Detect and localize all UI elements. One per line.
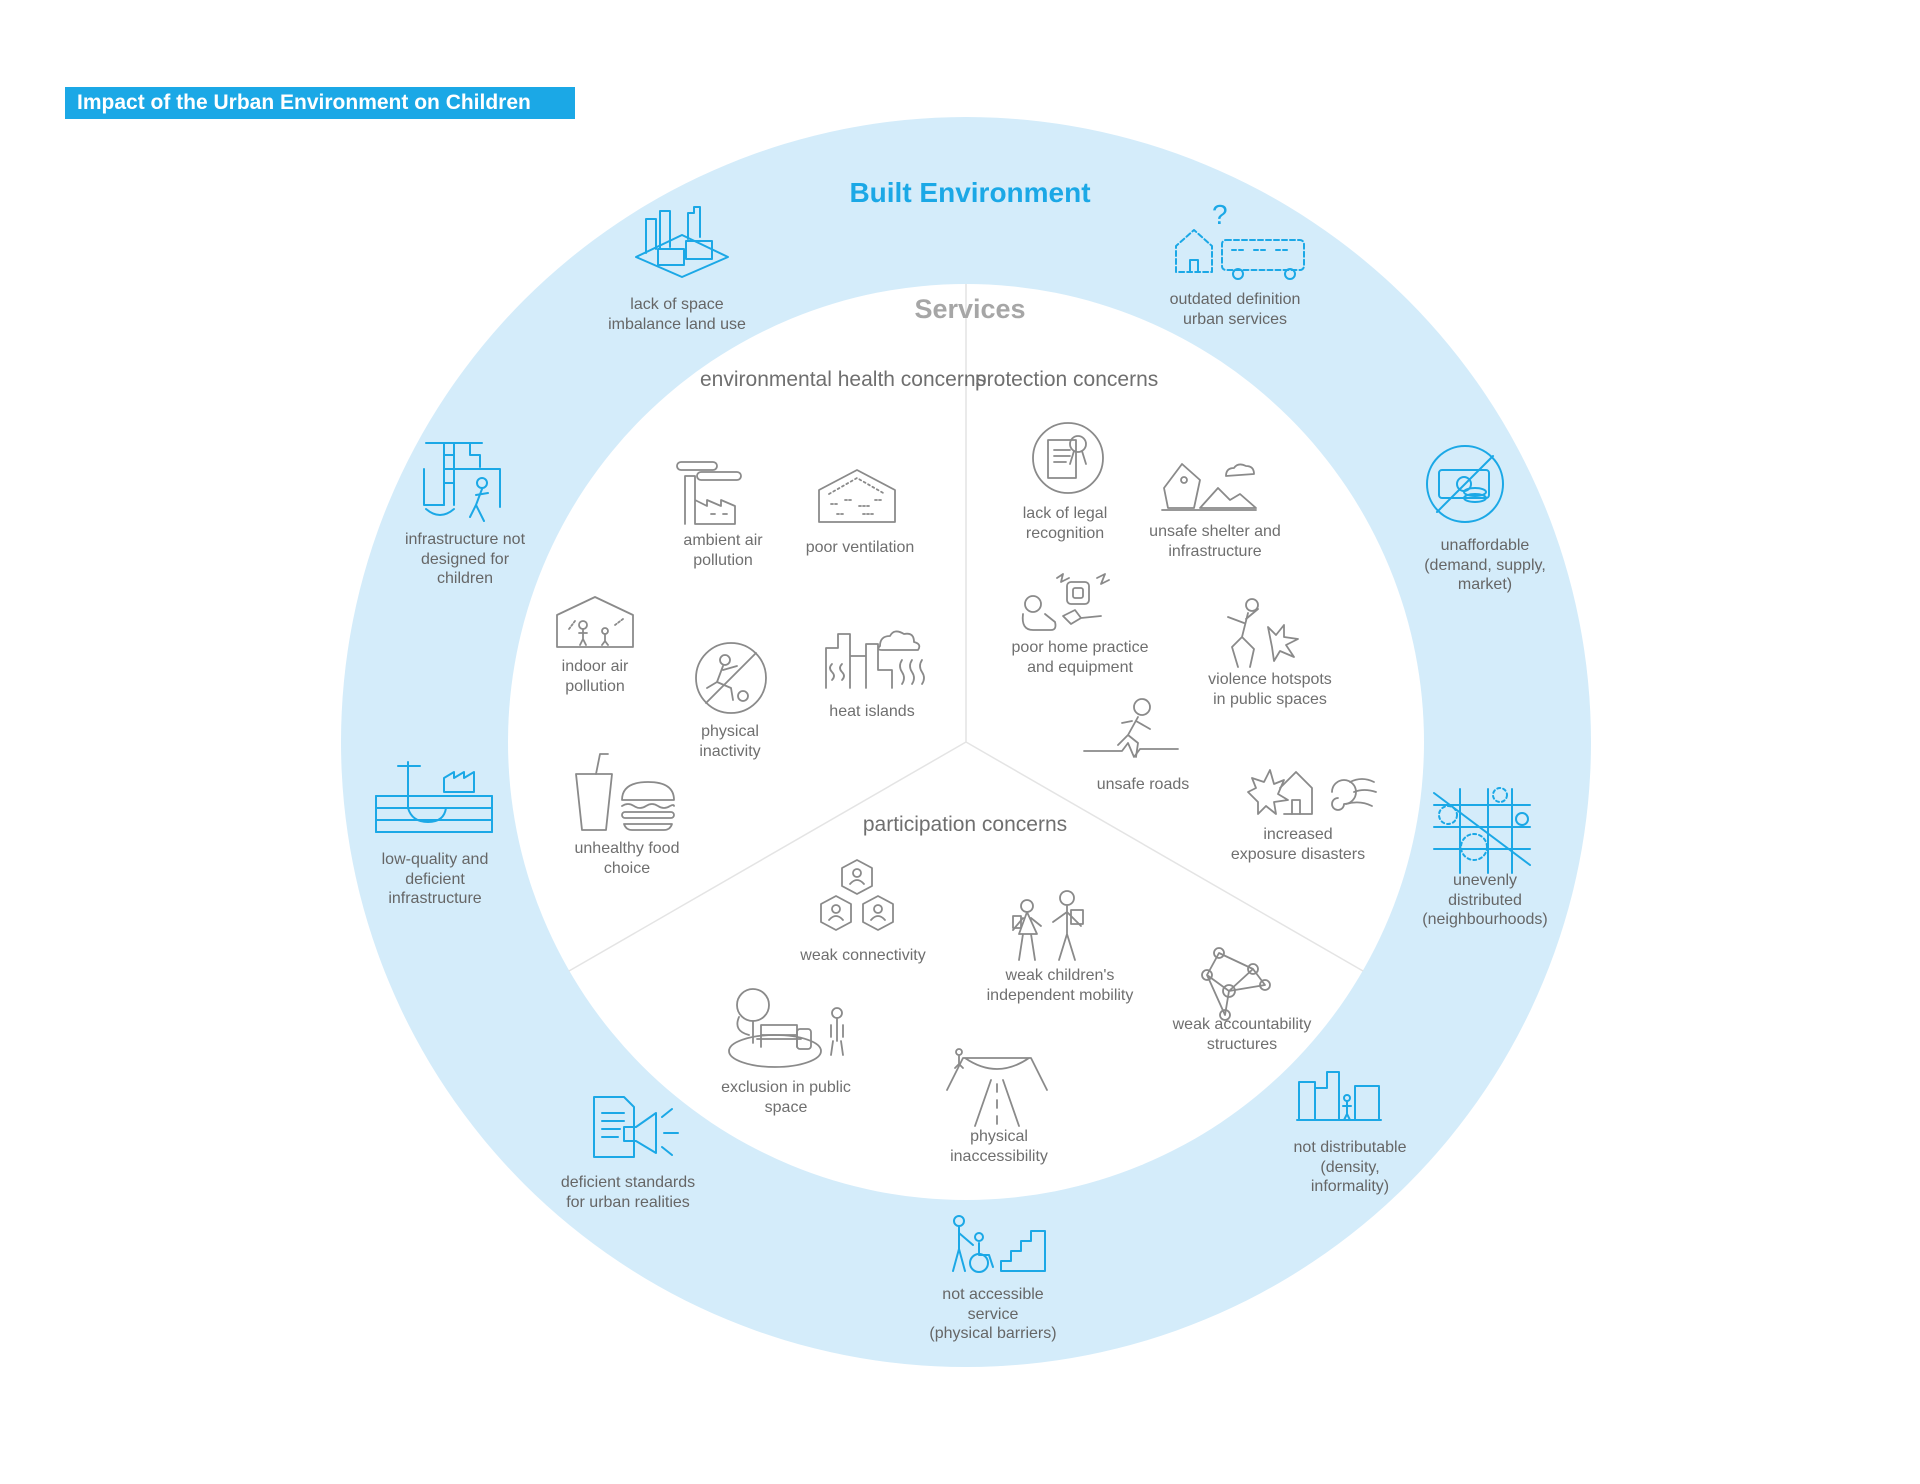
diagram-title: Impact of the Urban Environment on Child… <box>65 87 575 119</box>
indoor-air-pollution-label: indoor air pollution <box>561 658 629 695</box>
ventilation-house-icon <box>815 468 899 524</box>
park-bench-icon <box>725 985 855 1071</box>
physical-inactivity-label: physical inactivity <box>699 723 761 760</box>
road-bridge-icon <box>945 1048 1049 1127</box>
low-quality-infrastructure-label: low-quality and deficient infrastructure <box>381 851 489 907</box>
hexagon-network-icon <box>810 858 904 942</box>
legal-recognition-label: lack of legal recognition <box>1022 505 1108 542</box>
poor-home-practice-label: poor home practice and equipment <box>1011 639 1149 676</box>
document-megaphone-icon <box>590 1093 682 1165</box>
lack-of-space-label: lack of space imbalance land use <box>608 296 746 333</box>
exclusion-public-space-label: exclusion in public space <box>721 1079 851 1116</box>
protection-heading: protection concerns <box>975 368 1159 391</box>
built-environment-heading: Built Environment <box>849 177 1091 208</box>
weak-connectivity-label: weak connectivity <box>800 947 926 964</box>
dense-buildings-icon <box>1295 1068 1383 1124</box>
infrastructure-not-designed-label: infrastructure not designed for children <box>404 531 526 587</box>
svg-text:?: ? <box>1212 199 1228 230</box>
unhealthy-food-label: unhealthy food choice <box>574 840 680 877</box>
no-soccer-icon <box>693 640 769 716</box>
certificate-icon <box>1030 420 1106 496</box>
walking-kids-icon <box>1005 890 1095 962</box>
participation-heading: participation concerns <box>862 813 1068 836</box>
outdated-definition-label: outdated definition urban services <box>1169 291 1301 328</box>
map-grid-icon <box>1430 785 1540 875</box>
poor-ventilation-label: poor ventilation <box>805 539 915 556</box>
not-accessible-label: not accessible service (physical barrier… <box>929 1286 1057 1342</box>
independent-mobility-label: weak children's independent mobility <box>986 967 1134 1004</box>
factory-icon <box>675 460 755 526</box>
deficient-standards-label: deficient standards for urban realities <box>560 1174 696 1211</box>
heat-city-icon <box>822 630 930 690</box>
crane-child-icon <box>420 435 504 525</box>
not-distributable-label: not distributable (density, informality) <box>1293 1139 1407 1195</box>
services-heading: Services <box>914 294 1026 324</box>
house-bus-icon: ? <box>1170 198 1310 280</box>
wheelchair-stairs-icon <box>945 1215 1049 1275</box>
storm-house-icon <box>1242 762 1378 818</box>
heat-islands-label: heat islands <box>829 703 915 720</box>
fast-food-icon <box>570 752 682 832</box>
physical-inaccessibility-label: physical inaccessibility <box>950 1128 1048 1165</box>
baby-outlet-icon <box>1015 572 1115 634</box>
collapsed-house-icon <box>1160 458 1258 512</box>
unaffordable-label: unaffordable (demand, supply, market) <box>1424 537 1546 593</box>
pipes-factory-icon <box>372 760 496 836</box>
running-child-icon <box>1082 697 1180 759</box>
unevenly-distributed-label: unevenly distributed (neighbourhoods) <box>1422 872 1548 928</box>
violence-icon <box>1218 597 1304 669</box>
money-icon <box>1423 442 1507 526</box>
weak-accountability-label: weak accountability structures <box>1172 1016 1312 1053</box>
indoor-house-icon <box>553 595 637 649</box>
violence-hotspots-label: violence hotspots in public spaces <box>1208 671 1332 708</box>
environmental-health-heading: environmental health concerns <box>700 368 987 391</box>
people-network-icon <box>1195 945 1273 1021</box>
divider-left <box>568 741 967 972</box>
unsafe-roads-label: unsafe roads <box>1096 776 1190 793</box>
buildings-icon <box>632 205 732 278</box>
ambient-air-pollution-label: ambient air pollution <box>683 532 763 569</box>
unsafe-shelter-label: unsafe shelter and infrastructure <box>1149 523 1281 560</box>
divider-right <box>965 741 1364 972</box>
increased-exposure-label: increased exposure disasters <box>1230 826 1366 863</box>
